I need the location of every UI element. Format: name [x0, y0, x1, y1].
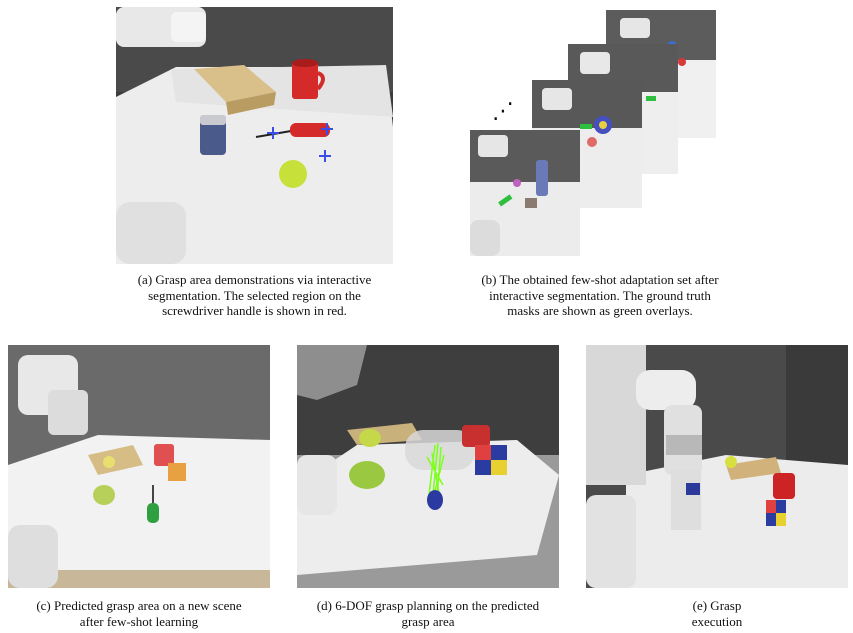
caption-d: (d) 6-DOF grasp planning on the predicte… — [289, 598, 567, 629]
adaptation-image-1 — [470, 130, 580, 256]
panel-c-image — [8, 345, 270, 588]
caption-b-line-2: interactive segmentation. The ground tru… — [489, 287, 711, 303]
caption-a-line-2: segmentation. The selected region on the — [148, 287, 361, 303]
caption-e-line-1: (e) Grasp — [692, 598, 742, 613]
caption-e: (e) Grasp execution — [640, 598, 794, 629]
red-mug-object — [292, 59, 325, 99]
caption-d-line-1: (d) 6-DOF grasp planning on the predicte… — [316, 598, 540, 613]
caption-b-line-3: masks are shown as green overlays. — [507, 303, 693, 318]
caption-b: (b) The obtained few-shot adaptation set… — [450, 272, 750, 319]
pear-object — [349, 461, 385, 489]
caption-c: (c) Predicted grasp area on a new scene … — [0, 598, 278, 629]
svg-text:⋰: ⋰ — [492, 99, 514, 124]
panel-a-image — [116, 7, 393, 264]
predicted-grasp-area — [147, 485, 159, 523]
caption-d-line-2: grasp area — [401, 613, 455, 629]
caption-c-line-1: (c) Predicted grasp area on a new scene — [36, 598, 242, 613]
caption-e-line-2: execution — [691, 613, 743, 629]
panel-b-image-stack: ⋰ — [470, 10, 720, 258]
ball-object — [279, 160, 307, 188]
caption-c-line-2: after few-shot learning — [79, 613, 199, 629]
click-markers — [267, 123, 333, 162]
pear-object — [93, 485, 115, 505]
caption-a-line-3: screwdriver handle is shown in red. — [162, 303, 347, 318]
can-object — [200, 115, 226, 155]
panel-d-image — [297, 345, 559, 588]
caption-b-line-1: (b) The obtained few-shot adaptation set… — [481, 272, 719, 287]
grasp-pose-candidates — [426, 442, 445, 498]
caption-a: (a) Grasp area demonstrations via intera… — [104, 272, 405, 319]
basket-object — [194, 65, 276, 115]
panel-e-image — [586, 345, 848, 588]
caption-a-line-1: (a) Grasp area demonstrations via intera… — [137, 272, 372, 287]
